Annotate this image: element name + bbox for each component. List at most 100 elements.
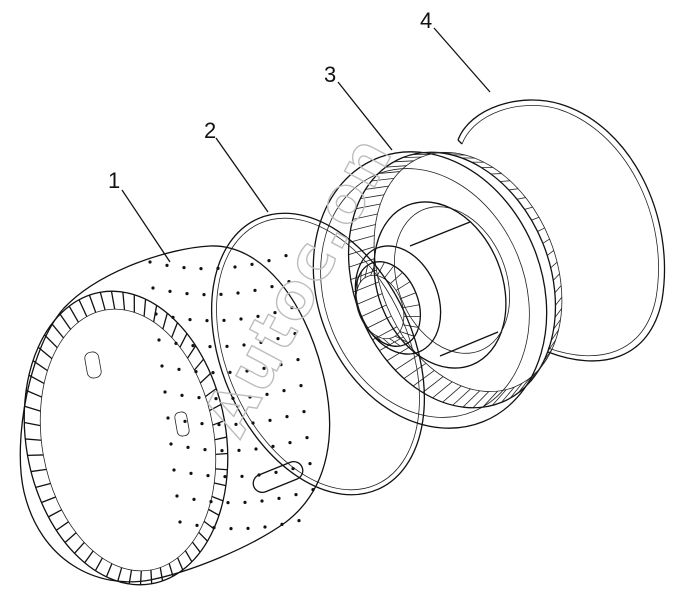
drum-tooth: [179, 333, 188, 348]
part-1-ring-gear-drum: [19, 245, 331, 586]
drum-tooth: [37, 346, 53, 360]
drum-slot: [252, 460, 304, 494]
perforation-hole: [180, 393, 184, 397]
drum-tooth: [168, 563, 174, 577]
hub-tooth: [403, 362, 427, 379]
hub-tooth: [550, 261, 558, 269]
drum-tooth: [198, 531, 208, 542]
hub-tooth: [525, 372, 537, 387]
hub-tooth: [378, 171, 400, 174]
bore-spline: [375, 335, 383, 343]
hub-tooth: [350, 224, 376, 232]
hub-tooth: [492, 389, 507, 406]
perforation-hole: [240, 474, 244, 478]
perforation-hole: [229, 527, 233, 531]
hub-tooth: [385, 165, 407, 168]
perforation-hole: [268, 418, 272, 422]
perforation-hole: [250, 262, 254, 266]
perforation-hole: [192, 497, 196, 501]
hub-tooth: [550, 329, 559, 341]
perforation-hole: [239, 317, 243, 321]
hub-tooth: [532, 365, 543, 380]
drum-tooth: [205, 388, 217, 398]
perforation-hole: [202, 293, 206, 297]
perforation-hole: [174, 341, 178, 345]
perforation-hole: [270, 285, 274, 289]
drum-tooth: [94, 557, 103, 571]
bore-spline: [399, 331, 415, 337]
drum-tooth: [78, 299, 88, 317]
perforation-hole: [191, 344, 195, 348]
drum-tooth: [208, 508, 220, 516]
bore-spline: [376, 262, 385, 276]
perforation-hole: [168, 289, 172, 293]
perforation-hole: [297, 519, 301, 523]
perforation-hole: [302, 410, 306, 414]
hub-tooth: [547, 250, 554, 256]
bore-spline: [382, 337, 392, 347]
hub-tooth: [554, 285, 562, 294]
bore-spline: [402, 304, 420, 309]
hub-tooth: [554, 308, 562, 318]
hub-tooth: [371, 177, 394, 182]
perforation-hole: [248, 395, 252, 399]
perforation-hole: [243, 500, 247, 504]
drum-tooth: [44, 334, 58, 349]
perforation-hole: [154, 312, 158, 316]
drum-tooth: [122, 291, 126, 311]
perforation-hole: [222, 318, 226, 322]
hub-tooth: [352, 213, 378, 220]
hub-tooth: [393, 160, 414, 163]
hub-tooth: [524, 206, 533, 210]
perforation-hole: [236, 291, 240, 295]
hub-tooth: [547, 339, 556, 352]
hub-tooth: [402, 156, 422, 159]
perforation-hole: [234, 422, 238, 426]
drum-tooth: [32, 360, 48, 372]
perforation-hole: [228, 370, 232, 374]
drum-tooth: [162, 313, 168, 330]
perforation-hole: [200, 422, 204, 426]
perforation-hole: [166, 416, 170, 420]
drum-tooth: [209, 403, 222, 412]
perforation-hole: [282, 389, 286, 393]
perforation-hole: [165, 263, 169, 267]
drum-tooth: [41, 496, 56, 504]
drum-tooth: [88, 294, 97, 313]
bore-spline: [383, 265, 395, 279]
drum-tooth: [59, 313, 72, 330]
bore-spline: [394, 335, 409, 344]
perforation-hole: [211, 371, 215, 375]
perforation-hole: [290, 306, 294, 310]
perforation-hole: [226, 501, 230, 505]
hub-tooth: [501, 386, 515, 403]
hub-tooth: [509, 382, 523, 399]
drum-tooth: [150, 569, 153, 584]
drum-tooth: [51, 323, 65, 339]
perforation-hole: [212, 526, 216, 530]
hub-tooth: [553, 319, 561, 330]
hub-tooth: [386, 346, 411, 362]
hub-tooth: [356, 203, 381, 210]
part-4-snap-ring: [457, 99, 666, 362]
bore-spline-lines: [355, 261, 421, 347]
hub-tooth: [360, 194, 385, 200]
perforation-hole: [246, 526, 250, 531]
perforation-hole: [277, 496, 281, 500]
perforation-hole: [172, 468, 176, 472]
perforation-hole: [216, 266, 220, 270]
perforation-hole: [205, 319, 209, 323]
drum-tooth: [159, 567, 164, 582]
perforation-hole: [260, 499, 264, 503]
drum-tooth: [212, 420, 225, 426]
callout-4: 4: [420, 8, 432, 33]
hub-tooth: [537, 227, 545, 232]
perforation-hole: [183, 419, 187, 423]
drum-tooth: [110, 291, 116, 310]
perforation-hole: [256, 314, 260, 318]
drum-tooth: [193, 358, 205, 371]
perforation-hole: [188, 318, 192, 322]
drum-tooth: [84, 550, 94, 564]
hub-tooth: [482, 390, 498, 408]
perforation-hole: [199, 267, 203, 271]
